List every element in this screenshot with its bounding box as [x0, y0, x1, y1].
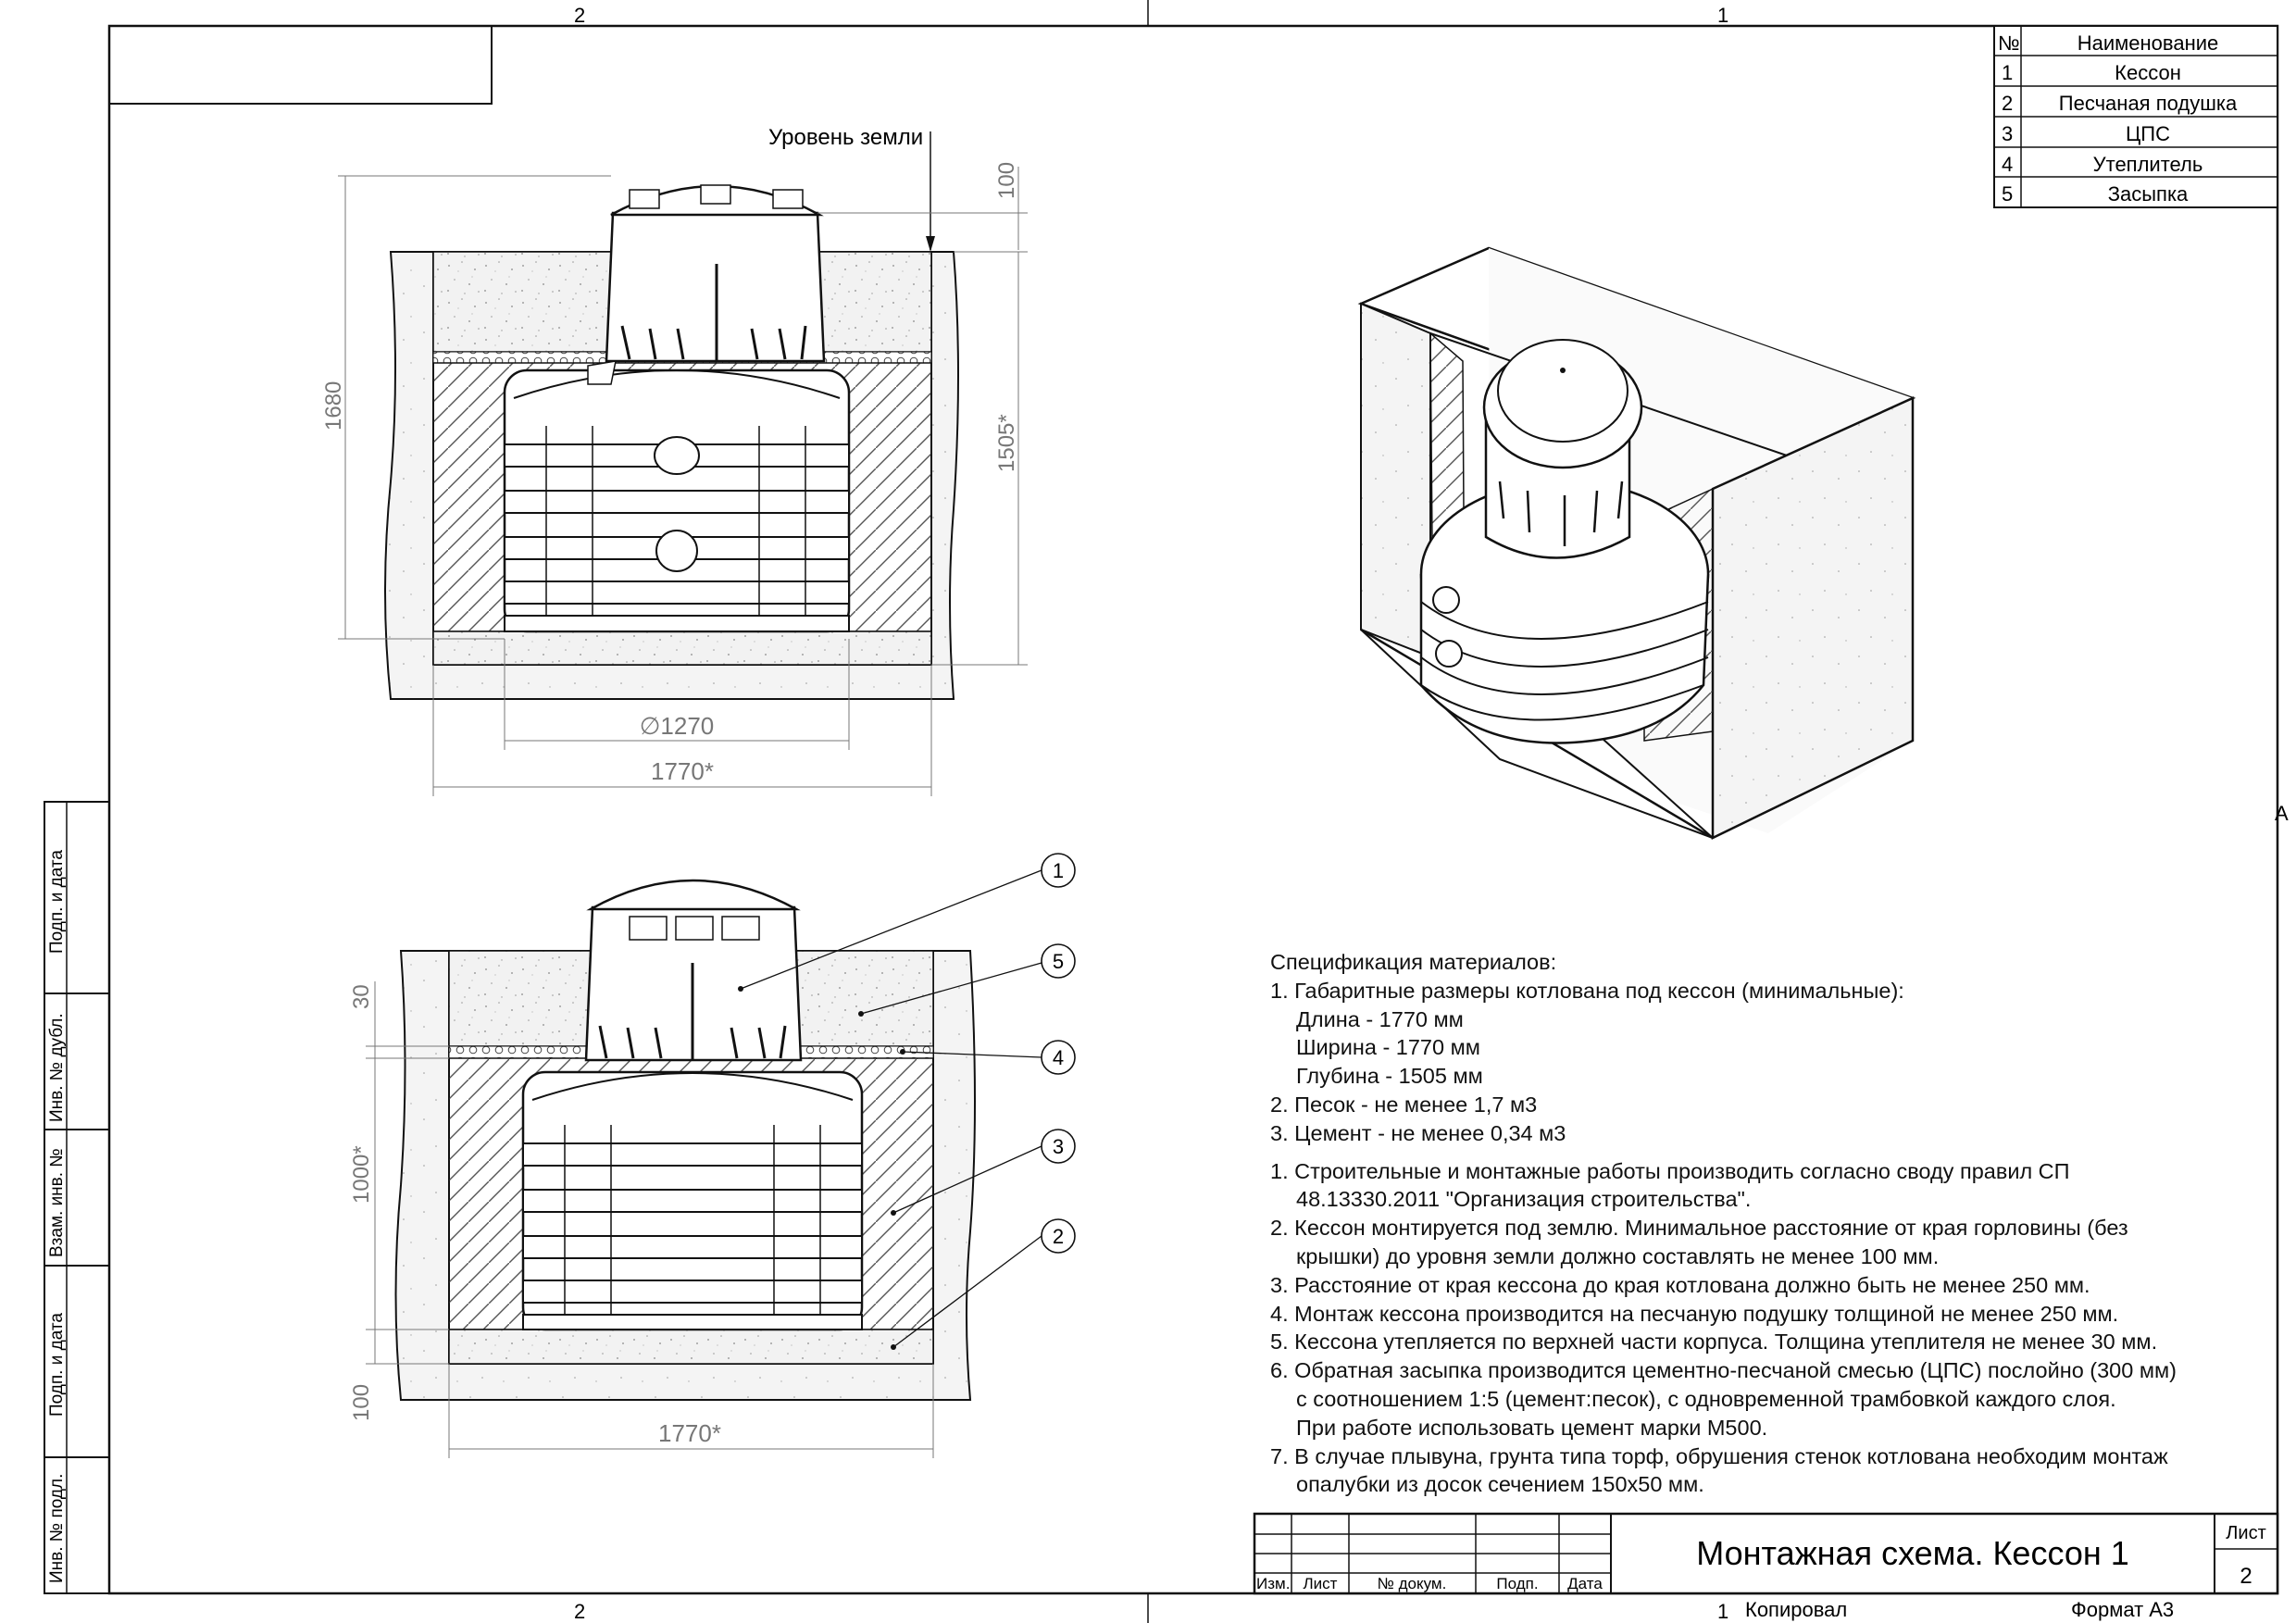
note-line: 1. Строительные и монтажные работы произ…	[1270, 1158, 2070, 1183]
dim-width-top: 1770*	[651, 757, 714, 785]
zone-label: 1	[1717, 1600, 1728, 1623]
note-line: При работе использовать цемент марки М50…	[1296, 1415, 1768, 1440]
dim-100-top: 100	[994, 162, 1019, 199]
zone-label: A	[2275, 802, 2289, 825]
sheet-number: 2	[2240, 1564, 2252, 1589]
caisson-body	[503, 368, 851, 633]
side-stamp-label: Подп. и дата	[47, 1313, 67, 1417]
legend-header-no: №	[1998, 31, 2020, 55]
ground-level-label: Уровень земли	[768, 125, 923, 150]
note-line: 2. Кессон монтируется под землю. Минимал…	[1270, 1216, 2128, 1241]
title-col-list: Лист	[1304, 1575, 1338, 1592]
callout-leaders	[740, 869, 1042, 1348]
dim-100-bottom: 100	[349, 1384, 374, 1421]
dim-1680: 1680	[321, 381, 346, 431]
callout-3: 3	[1053, 1135, 1064, 1158]
isometric-view	[1357, 246, 1916, 840]
note-line: опалубки из досок сечением 150х50 мм.	[1296, 1472, 1704, 1497]
bottom-section-view: 1 5 4 3 2 30 1000* 100 1770*	[349, 853, 1076, 1458]
spec-line: Длина - 1770 мм	[1296, 1006, 1464, 1031]
zone-label: 2	[574, 1600, 585, 1623]
zone-label: 2	[574, 4, 585, 27]
note-line: 6. Обратная засыпка производится цементн…	[1270, 1358, 2177, 1383]
callout-5: 5	[1053, 950, 1064, 973]
note-line: 5. Кессона утепляется по верхней части к…	[1270, 1330, 2158, 1355]
legend-table: № Наименование 1 Кессон 2 Песчаная подуш…	[1993, 25, 2278, 208]
callout-4: 4	[1053, 1046, 1064, 1069]
spec-line: Глубина - 1505 мм	[1296, 1064, 1483, 1089]
note-line: 3. Расстояние от края кессона до края ко…	[1270, 1272, 2090, 1297]
title-col-izm: Изм.	[1256, 1575, 1290, 1592]
dim-width-bottom: 1770*	[658, 1419, 721, 1447]
spec-line: 2. Песок - не менее 1,7 м3	[1270, 1092, 1538, 1117]
legend-row-no: 2	[2002, 92, 2013, 115]
note-line: крышки) до уровня земли должно составлят…	[1296, 1243, 1940, 1268]
caisson-body	[521, 1070, 864, 1331]
title-col-date: Дата	[1567, 1575, 1603, 1592]
callout-2: 2	[1053, 1225, 1064, 1248]
caisson-neck	[584, 879, 803, 1062]
format-label: Формат А3	[2071, 1598, 2174, 1621]
legend-row-name: ЦПС	[2126, 122, 2170, 145]
note-line: 48.13330.2011 "Организация строительства…	[1296, 1187, 1752, 1212]
sheet-label: Лист	[2226, 1523, 2265, 1543]
side-stamp-label: Инв. № подл.	[47, 1474, 67, 1583]
legend-row-no: 5	[2002, 182, 2013, 206]
note-line: 7. В случае плывуна, грунта типа торф, о…	[1270, 1443, 2168, 1468]
copied-label: Копировал	[1745, 1598, 1847, 1621]
side-stamp-label: Инв. № дубл.	[47, 1013, 67, 1122]
spec-line: 3. Цемент - не менее 0,34 м3	[1270, 1120, 1566, 1145]
dim-1000: 1000*	[349, 1145, 374, 1204]
legend-row-no: 4	[2002, 153, 2013, 176]
note-line: с соотношением 1:5 (цемент:песок), с одн…	[1296, 1386, 2116, 1411]
legend-row-name: Утеплитель	[2093, 153, 2203, 176]
side-stamp-label: Подп. и дата	[47, 850, 67, 954]
legend-row-name: Кессон	[2115, 61, 2181, 84]
legend-row-no: 1	[2002, 61, 2013, 84]
callout-dots	[738, 986, 905, 1350]
callout-circles	[1041, 853, 1076, 1254]
title-block: Изм. Лист № докум. Подп. Дата Монтажная …	[1253, 1512, 2279, 1621]
side-stamp: Подп. и дата Инв. № дубл. Взам. инв. № П…	[44, 801, 110, 1594]
note-line: 4. Монтаж кессона производится на песчан…	[1270, 1301, 2119, 1326]
legend-row-no: 3	[2002, 122, 2013, 145]
callout-1: 1	[1053, 859, 1064, 882]
legend-header-name: Наименование	[2078, 31, 2219, 55]
zone-label: 1	[1717, 4, 1728, 27]
sand-cushion	[448, 1329, 934, 1365]
drawing-title: Монтажная схема. Кессон 1	[1696, 1534, 2129, 1572]
title-col-doc: № докум.	[1378, 1575, 1447, 1592]
specification-notes: Спецификация материалов: 1. Габаритные р…	[1270, 948, 2252, 1499]
dim-diameter: ∅1270	[640, 712, 715, 740]
dim-30: 30	[349, 984, 374, 1009]
dim-1505: 1505*	[994, 414, 1019, 472]
top-left-stamp-box	[108, 25, 493, 105]
spec-heading: Спецификация материалов:	[1270, 950, 1557, 974]
spec-line: 1. Габаритные размеры котлована под кесс…	[1270, 978, 1904, 1003]
title-col-sign: Подп.	[1496, 1575, 1538, 1592]
caisson-neck	[587, 184, 826, 385]
legend-row-name: Засыпка	[2108, 182, 2189, 206]
side-stamp-label: Взам. инв. №	[47, 1148, 67, 1257]
top-section-view: Уровень земли 100 1505* 1680 ∅1270 1770*	[321, 125, 1028, 796]
legend-row-name: Песчаная подушка	[2059, 92, 2238, 115]
spec-line: Ширина - 1770 мм	[1296, 1035, 1480, 1060]
sand-cushion	[432, 630, 932, 666]
